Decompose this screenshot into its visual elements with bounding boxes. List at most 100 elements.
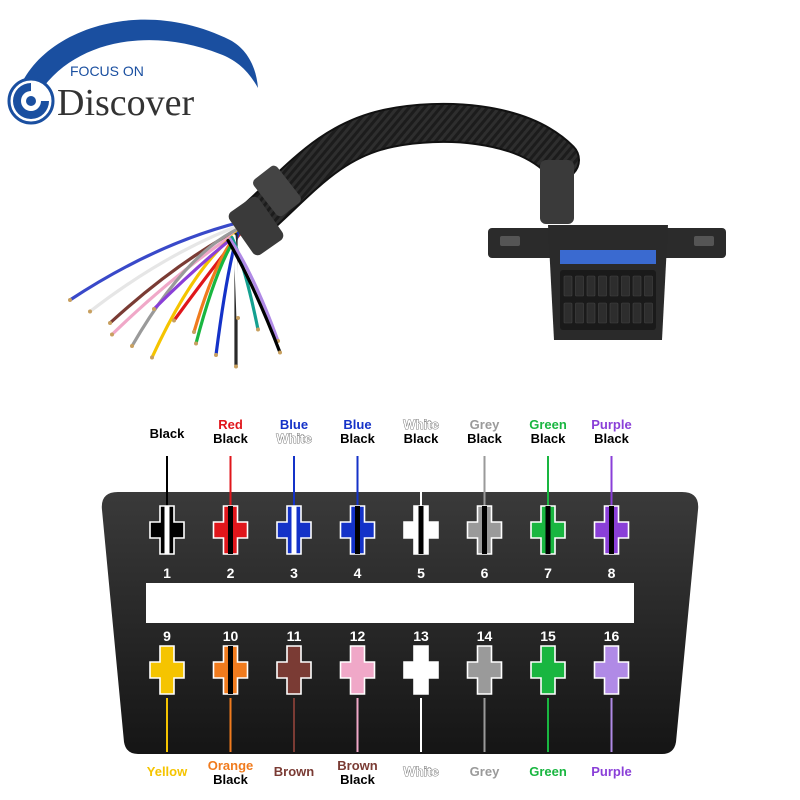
pin-contact (339, 645, 376, 695)
loose-wires (68, 216, 282, 369)
logo-swoosh-icon (18, 19, 258, 98)
pin-wire-label-text: Black (531, 431, 566, 446)
loose-wire (226, 238, 282, 355)
pin-wire-label-text: Red (218, 417, 243, 432)
center-blank-band (146, 583, 634, 623)
pin-number: 12 (350, 628, 366, 644)
pin-number: 2 (227, 565, 235, 581)
loose-wire (130, 222, 252, 348)
pin-contact (466, 645, 503, 695)
pin-number: 1 (163, 565, 171, 581)
pin-number: 15 (540, 628, 556, 644)
pin-number: 13 (413, 628, 429, 644)
pin-number: 16 (604, 628, 620, 644)
pin-number: 10 (223, 628, 239, 644)
loose-wire (228, 237, 280, 343)
pin-wire-label-text: Green (529, 764, 567, 779)
pin-number: 5 (417, 565, 425, 581)
pin-wire-label: White (403, 764, 439, 780)
pin-number: 8 (608, 565, 616, 581)
pin-layer: 1Black2RedBlack3BlueWhite4BlueBlack5Whit… (147, 417, 632, 787)
pin-wire-label-text: Black (213, 431, 248, 446)
pin-stripe (609, 506, 614, 554)
braided-cable (228, 102, 580, 256)
pin-stripe (418, 506, 424, 554)
pin-wire-label-text: Grey (470, 764, 500, 779)
pin-stripe (355, 506, 360, 554)
pin-wire-label-text: White (276, 431, 311, 446)
pin-stripe (545, 506, 551, 554)
pin-number: 4 (354, 565, 362, 581)
pin-wire-label: Grey (470, 764, 500, 779)
logo-tagline: FOCUS ON (70, 63, 144, 79)
pin-wire-label-text: Black (340, 772, 375, 787)
pin-wire-label-text: Orange (208, 758, 254, 773)
pin-stripe (482, 506, 487, 554)
pin-wire-label: Yellow (147, 764, 188, 779)
pin-wire-label-text: Brown (337, 758, 378, 773)
pin-number: 6 (481, 565, 489, 581)
pin-wire-label-text: Black (340, 431, 375, 446)
pin-number: 9 (163, 628, 171, 644)
cable-product-illustration (68, 102, 726, 369)
logo-emblem-icon (7, 77, 55, 125)
pin-contact (276, 645, 312, 695)
pin-stripe (228, 506, 233, 554)
pin-1: 1 Black (149, 426, 185, 581)
pin-wire-label-text: Black (213, 772, 248, 787)
pin-contact (530, 645, 566, 695)
pin-wire-label-text: Black (404, 431, 439, 446)
pin-wire-label: Green (529, 764, 567, 779)
pin-wire-label-text: Black (150, 426, 185, 441)
pin-wire-label: Black (150, 426, 185, 441)
pin-wire-label-text: Green (529, 417, 567, 432)
pin-contact (403, 645, 439, 695)
pin-wire-label-text: Purple (591, 417, 631, 432)
pin-number: 3 (290, 565, 298, 581)
pin-wire-label-text: White (403, 764, 438, 779)
pin-wire-label: Brown (274, 764, 315, 779)
pin-contact (149, 645, 185, 695)
pin-wire-label-text: Blue (280, 417, 308, 432)
pin-stripe (164, 506, 170, 554)
logo-name: Discover (57, 82, 195, 124)
pin-number: 11 (287, 628, 302, 644)
brand-logo: FOCUS ON Discover (7, 19, 258, 125)
pin-number: 7 (544, 565, 552, 581)
pin-wire-label-text: Yellow (147, 764, 188, 779)
pin-wire-label-text: Blue (343, 417, 371, 432)
pin-stripe (291, 506, 297, 554)
pin-wire-label-text: Grey (470, 417, 500, 432)
pin-wire-label-text: Purple (591, 764, 631, 779)
pin-wire-label-text: Black (594, 431, 629, 446)
pin-number: 14 (477, 628, 493, 644)
pin-stripe (228, 646, 233, 694)
pin-wire-label-text: Brown (274, 764, 315, 779)
pin-wire-label: Purple (591, 764, 631, 779)
pin-contact (593, 645, 630, 695)
